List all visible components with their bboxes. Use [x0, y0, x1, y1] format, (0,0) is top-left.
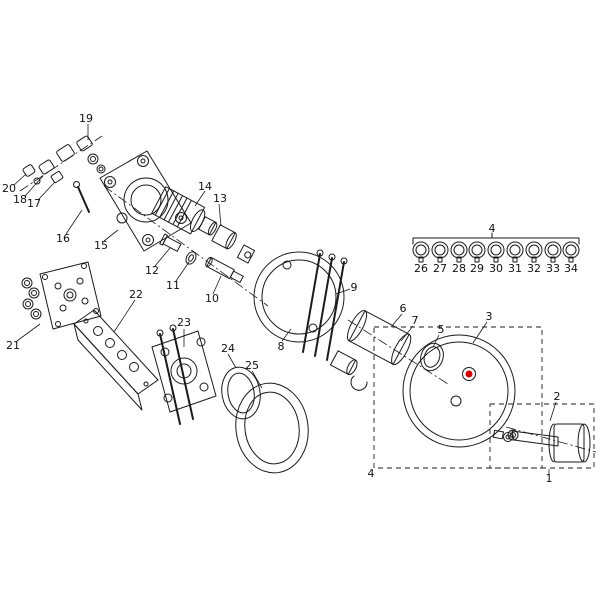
part-number-12: 12: [145, 264, 159, 277]
group-box-4: [373, 326, 543, 469]
screw-12: [159, 233, 182, 252]
mounting-bracket-22: [73, 309, 159, 411]
part-number-25: 25: [245, 359, 259, 372]
part-number-15: 15: [94, 239, 108, 252]
adapter-piece: [236, 244, 256, 264]
cartridge-cap: [211, 224, 237, 250]
handle-assembly: [489, 403, 595, 469]
part-number-21: 21: [6, 339, 20, 352]
thermostat-cartridge: [151, 186, 218, 236]
part-number-2: 2: [554, 390, 561, 403]
o-ring-11: [185, 251, 197, 265]
spacer-ring-24: [221, 366, 261, 420]
part-number-11: 11: [166, 279, 180, 292]
part-number-1: 1: [546, 472, 553, 485]
leader-lines: [13, 124, 557, 474]
knob-33: [544, 241, 562, 263]
part-number-20: 20: [2, 182, 16, 195]
part-number-32: 32: [527, 262, 541, 275]
part-number-7: 7: [412, 314, 419, 327]
part-number-6: 6: [400, 302, 407, 315]
part-number-14: 14: [198, 180, 212, 193]
plugs-and-fittings: [22, 135, 106, 185]
part-number-17: 17: [27, 197, 41, 210]
screws-9: [302, 249, 348, 361]
red-index-dot: [465, 370, 473, 378]
part-number-9: 9: [351, 281, 358, 294]
knob-32: [525, 241, 543, 263]
part-number-13: 13: [213, 192, 227, 205]
part-number-28: 28: [452, 262, 466, 275]
knob-26: [412, 241, 430, 263]
part-number-26: 26: [414, 262, 428, 275]
function-block-23: [151, 324, 217, 425]
part-number-27: 27: [433, 262, 447, 275]
part-number-30: 30: [489, 262, 503, 275]
valve-body: [99, 150, 192, 252]
handle-variants-row: [412, 232, 580, 263]
part-number-22: 22: [129, 288, 143, 301]
escutcheon-3: [402, 334, 516, 448]
spindle-10: [205, 256, 244, 283]
part-number-31: 31: [508, 262, 522, 275]
knob-31: [506, 241, 524, 263]
part-number-24: 24: [221, 342, 235, 355]
part-number-23: 23: [177, 316, 191, 329]
part-number-34: 34: [564, 262, 578, 275]
knob-29: [468, 241, 486, 263]
long-screw-16: [73, 181, 90, 213]
part-number-5: 5: [438, 323, 445, 336]
part-number-4: 4: [368, 467, 375, 480]
o-ring-5: [420, 342, 444, 372]
carrier-plate-8: [253, 251, 345, 343]
part-number-10: 10: [205, 292, 219, 305]
part-number-4: 4: [489, 222, 496, 235]
escutcheon-ring-25: [235, 382, 309, 474]
extension-sleeve-6: [346, 310, 412, 366]
part-number-3: 3: [486, 310, 493, 323]
part-number-8: 8: [278, 340, 285, 353]
part-number-18: 18: [13, 193, 27, 206]
part-number-29: 29: [470, 262, 484, 275]
gasket-plate-21: [21, 261, 102, 330]
knob-28: [450, 241, 468, 263]
part-number-33: 33: [546, 262, 560, 275]
knob-30: [487, 241, 505, 263]
part-number-16: 16: [56, 232, 70, 245]
knob-34: [562, 241, 580, 263]
stop-ring-7: [330, 350, 368, 391]
part-number-19: 19: [79, 112, 93, 125]
knob-27: [431, 241, 449, 263]
axis-lines: [19, 135, 597, 453]
